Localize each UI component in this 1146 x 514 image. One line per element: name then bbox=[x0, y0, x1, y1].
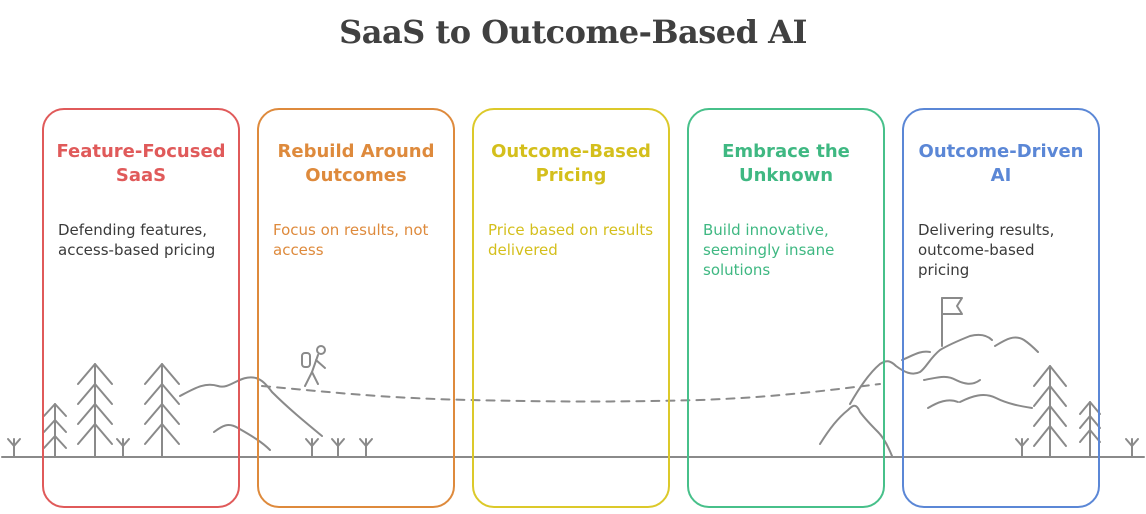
pine-tree-icon bbox=[1079, 401, 1101, 458]
pine-tree-icon bbox=[144, 363, 180, 458]
mountain-icon bbox=[819, 333, 1039, 457]
stage-title: Rebuild Around Outcomes bbox=[277, 141, 435, 186]
stage-card-rebuild-around-outcomes: Rebuild Around Outcomes Focus on results… bbox=[257, 108, 455, 508]
pine-tree-icon bbox=[1033, 365, 1067, 458]
stage-title: Outcome-Driven AI bbox=[918, 141, 1084, 186]
summit-flag-icon bbox=[941, 297, 963, 347]
pine-tree-icon bbox=[43, 403, 67, 458]
stage-description: Defending features, access-based pricing bbox=[58, 221, 216, 259]
pine-tree-icon bbox=[77, 363, 113, 458]
stage-description: Delivering results, outcome-based pricin… bbox=[918, 221, 1055, 279]
stage-title: Feature-Focused SaaS bbox=[56, 141, 226, 186]
stage-description: Build innovative, seemingly insane solut… bbox=[703, 221, 835, 279]
stage-description: Price based on results delivered bbox=[488, 221, 654, 259]
hiker-icon bbox=[301, 345, 326, 387]
dashed-path bbox=[261, 383, 881, 403]
stage-card-outcome-based-pricing: Outcome-Based Pricing Price based on res… bbox=[472, 108, 670, 508]
grass-icon bbox=[7, 438, 1139, 458]
stage-card-feature-focused-saas: Feature-Focused SaaS Defending features,… bbox=[42, 108, 240, 508]
stage-title: Embrace the Unknown bbox=[722, 141, 850, 186]
diagram-title: SaaS to Outcome-Based AI bbox=[339, 13, 807, 51]
stage-title: Outcome-Based Pricing bbox=[491, 141, 651, 186]
stage-description: Focus on results, not access bbox=[273, 221, 429, 259]
stage-card-outcome-driven-ai: Outcome-Driven AI Delivering results, ou… bbox=[902, 108, 1100, 508]
stage-card-embrace-the-unknown: Embrace the Unknown Build innovative, se… bbox=[687, 108, 885, 508]
